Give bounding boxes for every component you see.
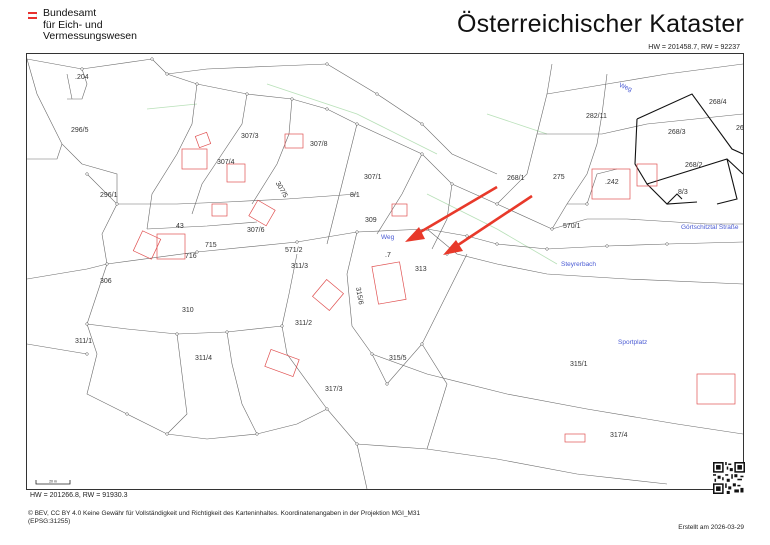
boundary-points	[80, 57, 669, 446]
parcel-label: 715	[205, 242, 217, 249]
parcel-label: 313	[415, 266, 427, 273]
parcel-label: .204	[75, 74, 89, 81]
parcel-label: 268/3	[668, 129, 686, 136]
map-canvas[interactable]: .204 296/5 296/1 307/3 307/4 307/8 307/5…	[27, 54, 743, 489]
arrow-1	[416, 185, 498, 236]
parcel-label: .7	[385, 252, 391, 259]
parcel-label: 282/11	[586, 113, 607, 120]
parcel-label: 296/5	[71, 127, 89, 134]
street-label: Weg	[381, 234, 395, 241]
parcel-label: 8/1	[350, 192, 360, 199]
parcel-label: 307/8	[310, 141, 328, 148]
parcel-label: 306	[100, 278, 112, 285]
parcel-label: 315/1	[570, 361, 588, 368]
red-arrows	[405, 185, 533, 255]
scale-label: 20 m	[49, 480, 57, 484]
arrow-2-head-icon	[443, 240, 463, 255]
street-label: Görtschitztal Straße	[681, 224, 739, 231]
street-label: Weg	[618, 82, 633, 94]
parcel-label: 307/3	[241, 133, 259, 140]
parcel-label: 716	[185, 253, 197, 260]
coordinate-bottom: HW = 201266.8, RW = 91930.3	[30, 492, 128, 499]
parcel-label: 311/3	[291, 263, 308, 270]
parcel-label: 307/5	[274, 180, 289, 199]
buildings	[132, 131, 736, 443]
header: Bundesamt für Eich- und Vermessungswesen…	[0, 0, 770, 52]
parcel-label: 309	[365, 217, 377, 224]
parcel-label: 315/5	[389, 355, 407, 362]
parcel-label: 317/3	[325, 386, 343, 393]
parcel-label: 268/4	[709, 99, 727, 106]
parcel-label: 296/1	[100, 192, 118, 199]
parcel-label: 571/2	[285, 247, 303, 254]
parcel-label: 307/4	[217, 159, 235, 166]
parcel-label: 311/1	[75, 338, 92, 345]
street-label: Sportplatz	[618, 339, 647, 346]
created-date: Erstellt am 2026-03-29	[678, 524, 744, 531]
parcel-label: 317/4	[610, 432, 628, 439]
parcel-label: 310	[182, 307, 194, 314]
landuse-strokes	[146, 83, 558, 265]
parcel-label: 268/1	[507, 175, 525, 182]
highlight-boundary	[634, 93, 743, 205]
qr-code-icon[interactable]	[713, 462, 745, 494]
parcel-label: 311/2	[295, 320, 312, 327]
scale-bar: 20 m	[35, 480, 71, 485]
page-title: Österreichischer Kataster	[456, 10, 744, 38]
parcel-label: 307/6	[247, 227, 265, 234]
arrow-2	[454, 194, 533, 249]
coordinate-top: HW = 201458.7, RW = 92237	[648, 44, 740, 51]
austria-flag-icon	[28, 12, 37, 19]
parcel-label: 307/1	[364, 174, 382, 181]
parcel-labels: .204 296/5 296/1 307/3 307/4 307/8 307/5…	[71, 74, 743, 439]
parcel-label-vertical: 315/6	[354, 287, 364, 306]
parcel-label: 311/4	[195, 355, 212, 362]
cadastral-map[interactable]: .204 296/5 296/1 307/3 307/4 307/8 307/5…	[26, 53, 744, 490]
street-label: Steyrerbach	[561, 261, 596, 268]
parcel-label: 8/3	[678, 189, 688, 196]
license-text: © BEV, CC BY 4.0 Keine Gewähr für Vollst…	[28, 510, 421, 525]
parcel-label: 268/2	[685, 162, 703, 169]
arrow-1-head-icon	[405, 227, 425, 242]
street-labels: Weg Weg Görtschitztal Straße Steyrerbach…	[381, 82, 739, 346]
parcel-label: 570/1	[563, 223, 581, 230]
parcel-label: 275	[553, 174, 565, 181]
parcel-label: 26	[736, 125, 743, 132]
parcel-label: .242	[605, 179, 619, 186]
logo-text: Bundesamt für Eich- und Vermessungswesen	[43, 7, 137, 42]
parcel-boundaries	[27, 58, 743, 489]
parcel-label: 43	[176, 223, 184, 230]
